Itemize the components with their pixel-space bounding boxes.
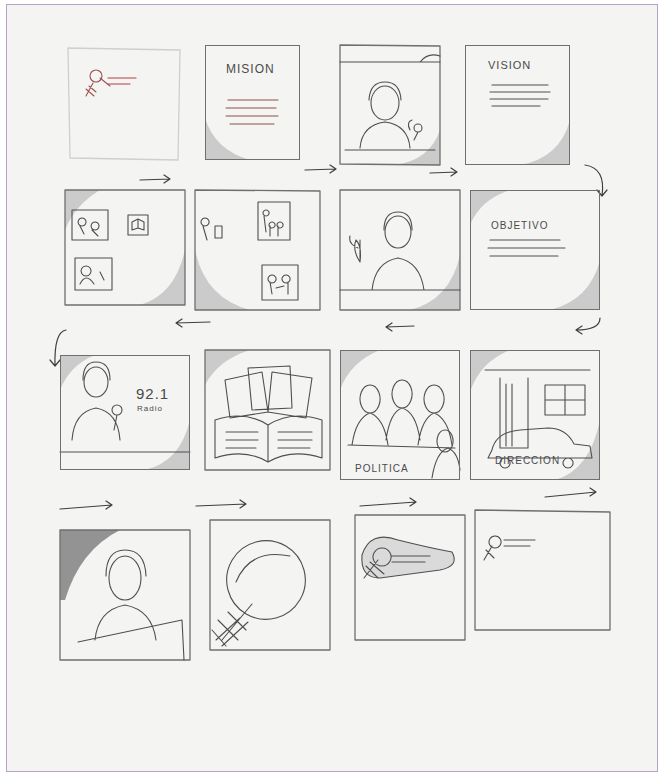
logo-large	[212, 541, 305, 646]
panel-frame	[195, 190, 320, 310]
corner-shading	[470, 350, 510, 392]
sequence-arrow	[140, 175, 170, 183]
panel-frame	[475, 510, 610, 630]
photo-sketch	[78, 218, 144, 236]
sequence-arrow	[196, 500, 246, 508]
panel-caption: Radio	[137, 405, 163, 413]
storyboard-panel: OBJETIVO	[470, 190, 600, 310]
panel-frame	[60, 530, 190, 660]
sequence-arrow	[576, 318, 600, 334]
presenter-body	[340, 212, 460, 290]
corner-shading	[340, 350, 380, 390]
panel-frame	[355, 515, 465, 640]
presenter-body	[345, 82, 435, 150]
panel-caption: POLITICA	[355, 464, 409, 474]
corner-shading	[470, 190, 510, 225]
sequence-arrow	[60, 501, 112, 509]
storyboard-panel: MISION	[205, 45, 300, 160]
panel-frame	[340, 45, 440, 165]
storyboard-panel: VISION	[465, 45, 570, 165]
sequence-arrow	[585, 165, 607, 196]
corner-shading	[195, 250, 250, 310]
presenter-body	[78, 550, 184, 660]
logo-handle	[86, 78, 110, 96]
storyboard-panel: POLITICA	[340, 350, 460, 480]
storyboard-panel: DIRECCION	[470, 350, 600, 480]
photo-sketch	[263, 210, 290, 294]
logo-blob	[362, 537, 454, 578]
photo-sketch	[80, 266, 104, 284]
panel-frame	[210, 520, 330, 650]
corner-shading	[145, 420, 190, 470]
corner-shading	[520, 120, 570, 165]
sequence-arrow	[176, 319, 210, 327]
corner-shading	[395, 130, 440, 165]
presenter-head	[385, 216, 411, 248]
logo-lines	[108, 78, 136, 84]
presenter-head	[371, 86, 399, 120]
sequence-arrow	[50, 330, 66, 366]
audience-figures	[348, 380, 455, 448]
text-lines	[226, 100, 278, 124]
corner-shading	[60, 355, 95, 390]
sequence-arrow	[430, 168, 457, 176]
sequence-arrow	[305, 165, 336, 173]
text-lines	[488, 240, 565, 256]
panel-caption: OBJETIVO	[491, 221, 548, 231]
sequence-arrow	[360, 498, 416, 506]
presenter-head	[109, 556, 141, 600]
top-bar	[340, 55, 440, 62]
car	[488, 428, 592, 468]
presenter-body	[60, 362, 190, 452]
sequence-arrow	[545, 488, 596, 497]
panel-caption: VISION	[488, 60, 531, 71]
panel-frame	[68, 48, 180, 160]
logo-small	[484, 536, 535, 560]
logo-medium	[364, 548, 430, 578]
panel-frame	[205, 350, 330, 470]
book-lines	[226, 432, 312, 448]
presenter-head	[84, 367, 108, 397]
panel-frame	[65, 190, 185, 305]
logo-mic	[90, 70, 102, 82]
corner-shading	[140, 250, 185, 305]
text-lines	[490, 85, 550, 106]
audience-figures	[432, 430, 460, 478]
corner-shading	[410, 255, 460, 310]
panel-frame	[340, 190, 460, 310]
panel-caption: DIRECCION	[495, 456, 560, 466]
microphone	[408, 120, 422, 140]
papers-book	[215, 366, 322, 462]
storyboard-panel: 92.1Radio	[60, 355, 190, 470]
photo-frames	[201, 202, 298, 300]
panel-caption: 92.1	[136, 386, 169, 401]
corner-shading	[555, 420, 600, 480]
corner-shading	[550, 260, 600, 310]
panel-caption: MISION	[226, 63, 275, 75]
sequence-arrow	[386, 323, 414, 331]
paper-sheet	[6, 4, 658, 772]
photo-frames	[72, 210, 148, 290]
